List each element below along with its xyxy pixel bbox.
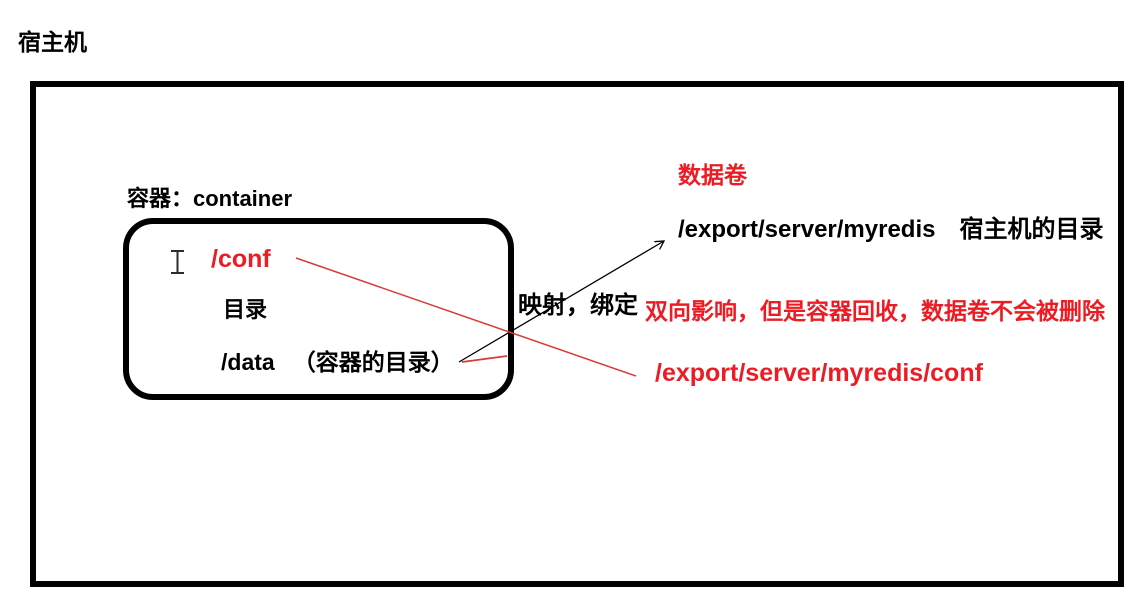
container-conf-path: /conf: [211, 245, 271, 273]
volume-heading: 数据卷: [678, 162, 747, 188]
host-path-line: /export/server/myredis 宿主机的目录: [678, 216, 1104, 243]
container-data-path: /data: [221, 349, 275, 375]
conf-volume-path: /export/server/myredis/conf: [655, 359, 983, 387]
container-data-path-line: /data （容器的目录）: [221, 349, 454, 375]
container-data-note: （容器的目录）: [292, 349, 454, 375]
host-machine-box: [30, 81, 1124, 587]
host-path-note: 宿主机的目录: [959, 216, 1104, 243]
page-title: 宿主机: [18, 29, 87, 55]
volume-note: 双向影响，但是容器回收，数据卷不会被删除: [645, 298, 1105, 324]
mapping-label: 映射，绑定: [518, 292, 638, 319]
host-path: /export/server/myredis: [678, 216, 936, 243]
container-label: 容器：container: [127, 186, 293, 211]
container-dir-label: 目录: [223, 297, 268, 322]
